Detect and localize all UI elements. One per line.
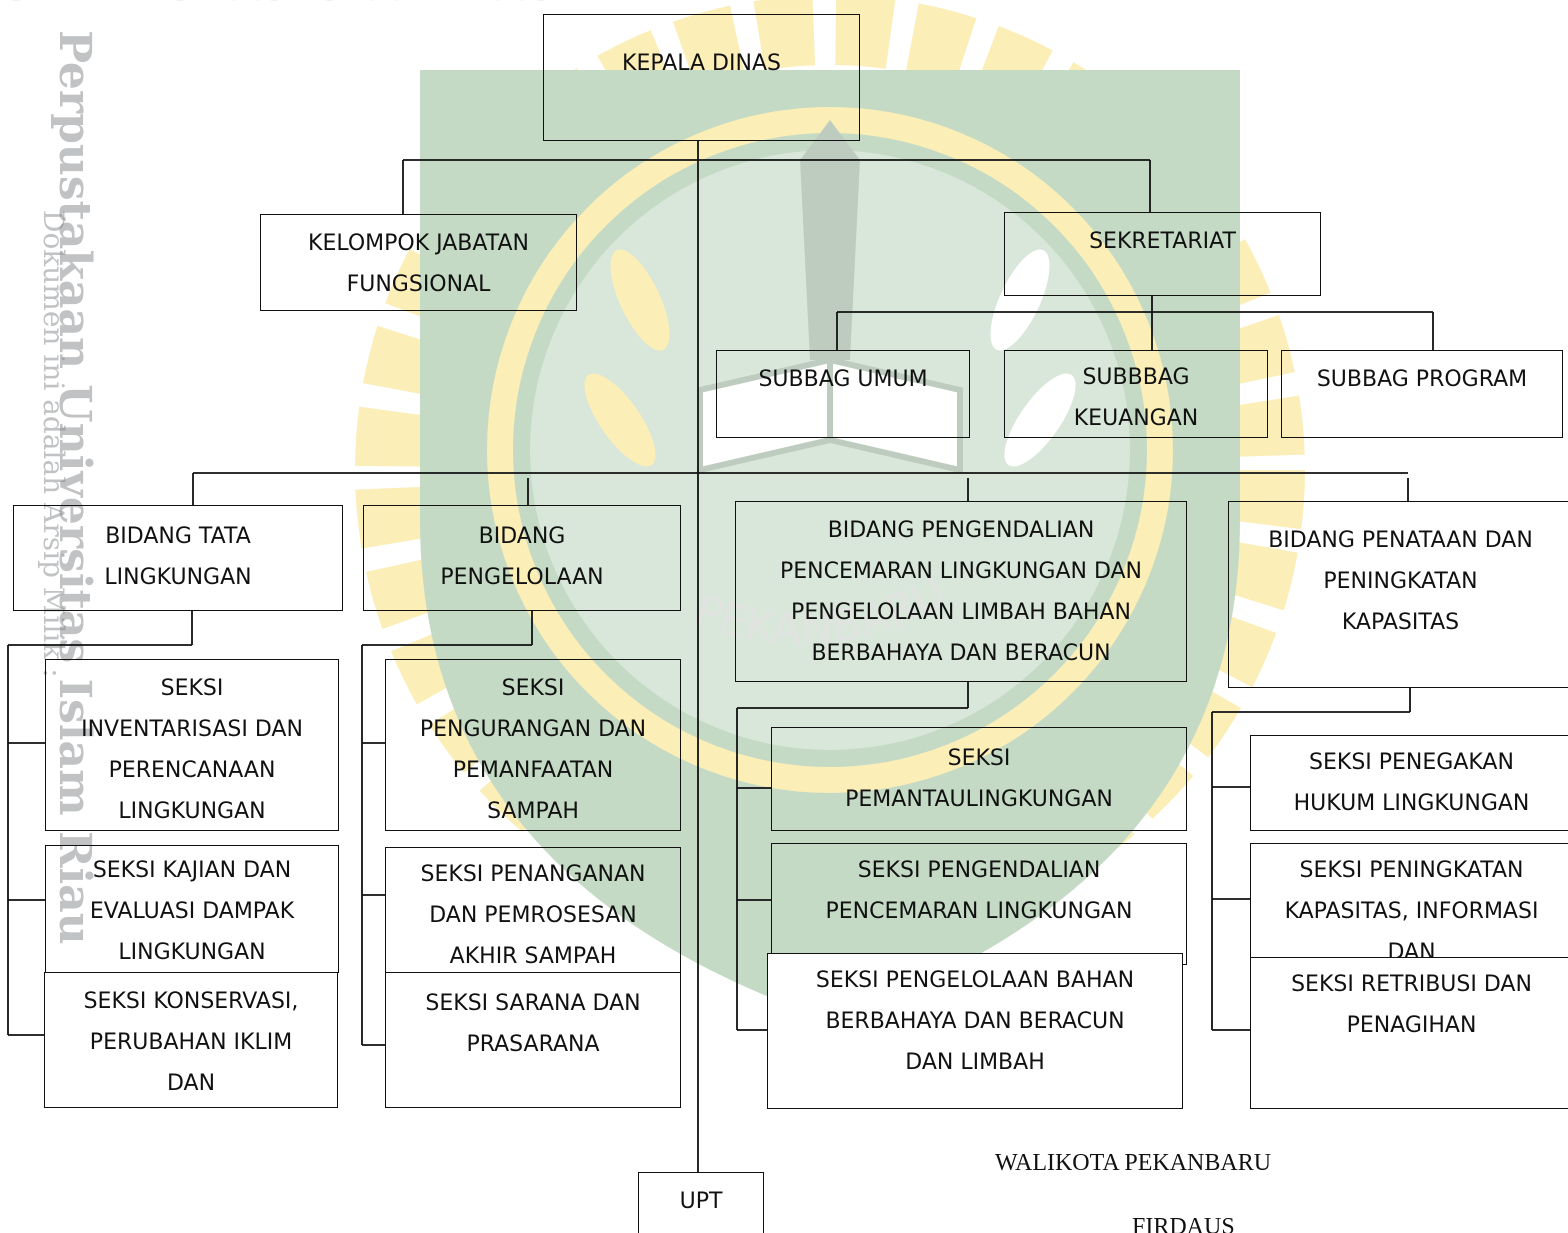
node-seksi-pengendalian-pencemaran: SEKSI PENGENDALIAN PENCEMARAN LINGKUNGAN: [771, 843, 1187, 965]
node-seksi-peningkatan-kapasitas: SEKSI PENINGKATAN KAPASITAS, INFORMASI D…: [1250, 843, 1568, 961]
node-seksi-konservasi: SEKSI KONSERVASI, PERUBAHAN IKLIM DAN: [44, 972, 338, 1108]
node-seksi-kajian-evaluasi: SEKSI KAJIAN DAN EVALUASI DAMPAK LINGKUN…: [45, 845, 339, 973]
signature-title: WALIKOTA PEKANBARU: [995, 1150, 1272, 1176]
signature-name: FIRDAUS: [1132, 1214, 1235, 1233]
node-subbag-umum: SUBBAG UMUM: [716, 350, 970, 438]
node-seksi-pemantau-lingkungan: SEKSI PEMANTAULINGKUNGAN: [771, 727, 1187, 831]
node-bidang-pengendalian-pencemaran: BIDANG PENGENDALIAN PENCEMARAN LINGKUNGA…: [735, 501, 1187, 682]
node-seksi-penegakan-hukum: SEKSI PENEGAKAN HUKUM LINGKUNGAN: [1250, 735, 1568, 831]
node-seksi-inventarisasi: SEKSI INVENTARISASI DAN PERENCANAAN LING…: [45, 659, 339, 831]
node-upt: UPT: [638, 1172, 764, 1233]
node-seksi-retribusi-penagihan: SEKSI RETRIBUSI DAN PENAGIHAN: [1250, 957, 1568, 1109]
node-kepala-dinas: KEPALA DINAS: [543, 14, 860, 141]
node-kelompok-jabatan-fungsional: KELOMPOK JABATAN FUNGSIONAL: [260, 214, 577, 311]
node-sekretariat: SEKRETARIAT: [1004, 212, 1321, 296]
node-subbag-keuangan: SUBBBAG KEUANGAN: [1004, 350, 1268, 438]
node-subbag-program: SUBBAG PROGRAM: [1281, 350, 1563, 438]
node-bidang-tata-lingkungan: BIDANG TATA LINGKUNGAN: [13, 505, 343, 611]
node-seksi-penanganan: SEKSI PENANGANAN DAN PEMROSESAN AKHIR SA…: [385, 847, 681, 973]
node-seksi-pengurangan: SEKSI PENGURANGAN DAN PEMANFAATAN SAMPAH: [385, 659, 681, 831]
node-seksi-pengelolaan-b3: SEKSI PENGELOLAAN BAHAN BERBAHAYA DAN BE…: [767, 953, 1183, 1109]
node-seksi-sarana-prasarana: SEKSI SARANA DAN PRASARANA: [385, 972, 681, 1108]
node-bidang-penataan-peningkatan: BIDANG PENATAAN DAN PENINGKATAN KAPASITA…: [1228, 501, 1568, 688]
node-bidang-pengelolaan: BIDANG PENGELOLAAN: [363, 505, 681, 611]
